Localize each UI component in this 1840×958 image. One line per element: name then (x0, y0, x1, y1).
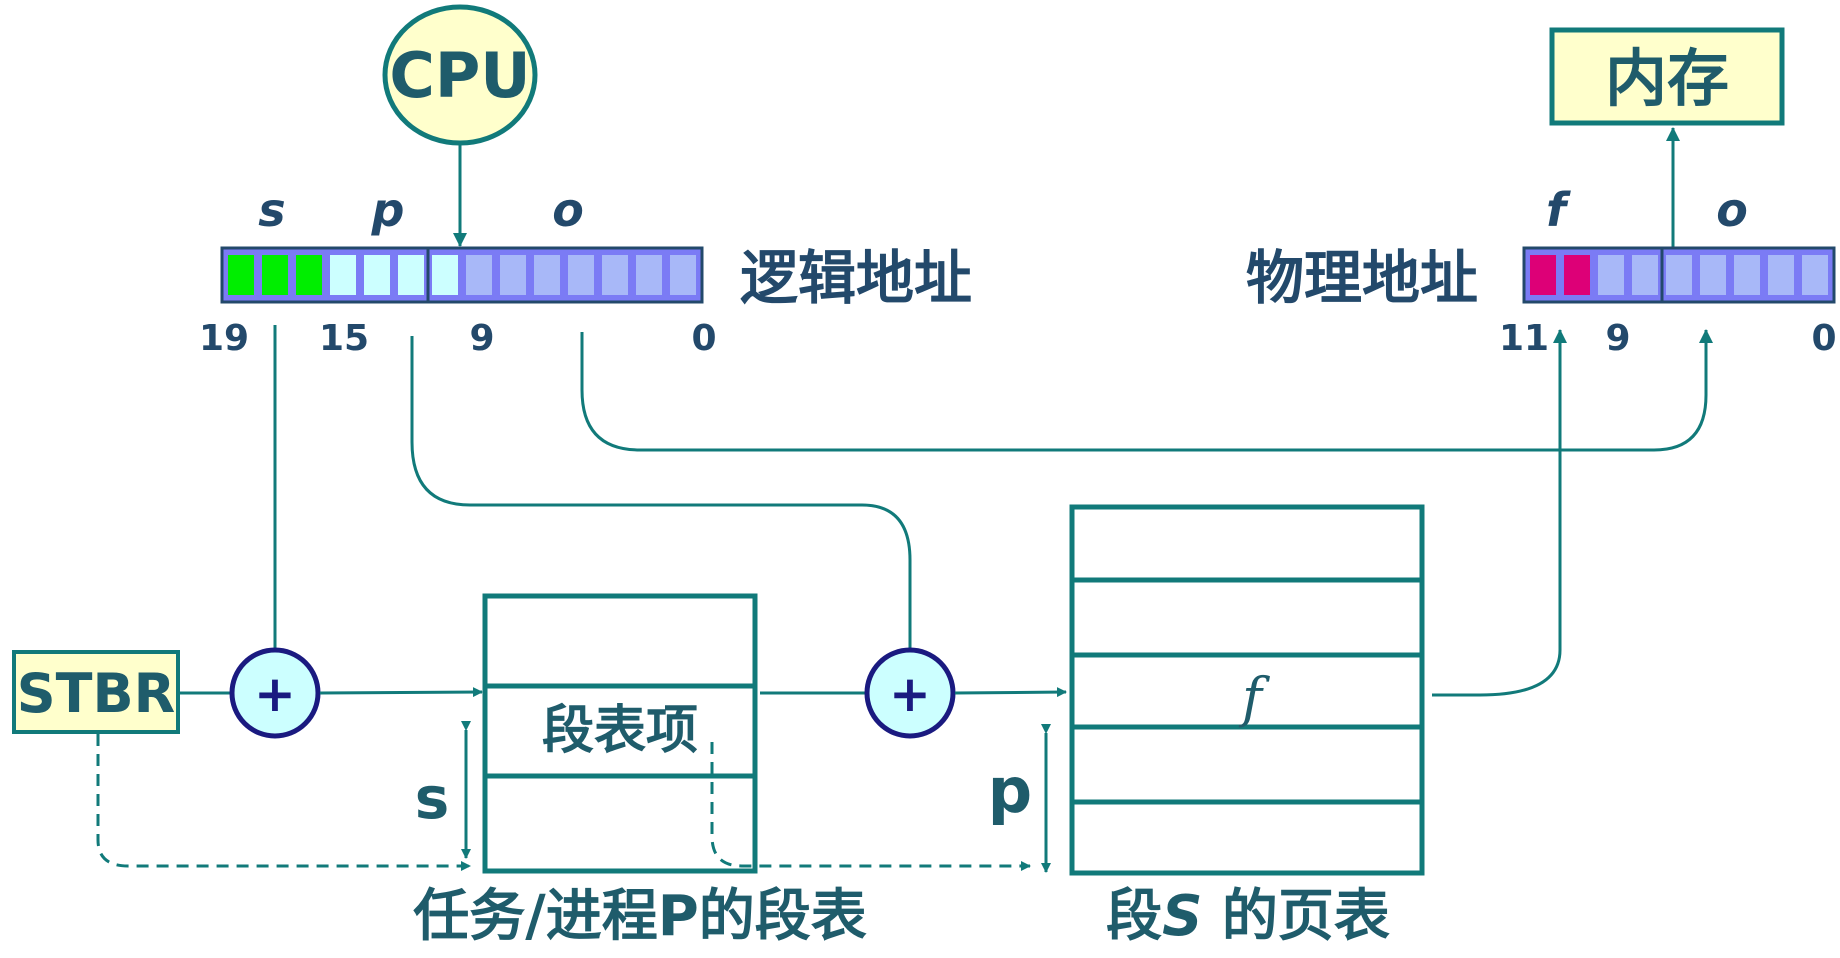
page-table-caption-var: S (1162, 884, 1202, 949)
physical-field-o-label: o (1716, 183, 1748, 237)
bit-cell (568, 255, 594, 295)
f-to-physical-f-line (1432, 329, 1567, 697)
logical-address-label: 逻辑地址 (740, 244, 972, 312)
p-to-adder2-line (410, 336, 912, 648)
bit-11-label: 11 (1499, 318, 1549, 359)
bit-cell (398, 255, 424, 295)
page-adder-symbol: + (889, 665, 931, 723)
segment-entry-dashed-line (710, 742, 1031, 871)
field-f-label: f (1546, 183, 1571, 237)
field-p-label: p (371, 183, 405, 237)
logical-address-bits (228, 249, 696, 301)
bit-cell (1598, 255, 1624, 295)
bit-cell (534, 255, 560, 295)
bit-cell (330, 255, 356, 295)
bit-cell (1802, 255, 1828, 295)
bit-15-label: 15 (319, 318, 369, 359)
segment-offset-label: s (415, 764, 450, 832)
field-s-label: s (258, 183, 285, 237)
bit-cell (432, 255, 458, 295)
bit-cell (500, 255, 526, 295)
field-o-label: o (552, 183, 584, 237)
page-table-caption-suffix: 的页表 (1202, 884, 1390, 949)
stbr-register: STBR (12, 650, 180, 734)
memory-node: 内存 (1549, 27, 1785, 126)
adder1-to-segment-table-arrow (319, 687, 483, 698)
cpu-node: CPU (382, 4, 538, 146)
bit-cell (636, 255, 662, 295)
segment-table-caption: 任务/进程P的段表 (413, 884, 867, 949)
bit-9-label: 9 (469, 318, 494, 359)
physical-bit-9-label: 9 (1605, 318, 1630, 359)
cpu-label: CPU (389, 39, 530, 112)
stbr-label: STBR (17, 662, 175, 725)
segment-table: 段表项 (482, 593, 758, 874)
page-offset-label: p (988, 754, 1032, 827)
bit-19-label: 19 (199, 318, 249, 359)
bit-0-label: 0 (691, 318, 716, 359)
bit-cell (466, 255, 492, 295)
bit-cell (1700, 255, 1726, 295)
bit-cell (296, 255, 322, 295)
memory-label: 内存 (1605, 42, 1729, 115)
adder2-to-page-table-arrow (954, 687, 1067, 698)
bit-cell (262, 255, 288, 295)
logical-address-register (220, 246, 704, 304)
physical-address-register (1522, 246, 1836, 304)
bit-cell (1530, 255, 1556, 295)
page-table: f (1069, 504, 1425, 876)
o-to-physical-o-line (580, 329, 1713, 452)
bit-cell (602, 255, 628, 295)
page-table-entry-label: f (1238, 666, 1270, 729)
bit-cell (364, 255, 390, 295)
segment-table-entry-label: 段表项 (542, 701, 698, 761)
page-adder: + (864, 647, 956, 739)
bit-cell (1666, 255, 1692, 295)
stbr-dashed-line (96, 734, 471, 871)
physical-address-bits (1530, 249, 1828, 301)
physical-address-label: 物理地址 (1246, 244, 1478, 312)
page-table-caption-prefix: 段 (1106, 884, 1162, 949)
physical-bit-0-label: 0 (1811, 318, 1836, 359)
bit-cell (228, 255, 254, 295)
segment-adder: + (229, 647, 321, 739)
bit-cell (1564, 255, 1590, 295)
segment-adder-symbol: + (254, 665, 296, 723)
bit-cell (1768, 255, 1794, 295)
page-table-caption: 段S 的页表 (1106, 884, 1390, 949)
bit-cell (1734, 255, 1760, 295)
bit-cell (1632, 255, 1658, 295)
bit-cell (670, 255, 696, 295)
